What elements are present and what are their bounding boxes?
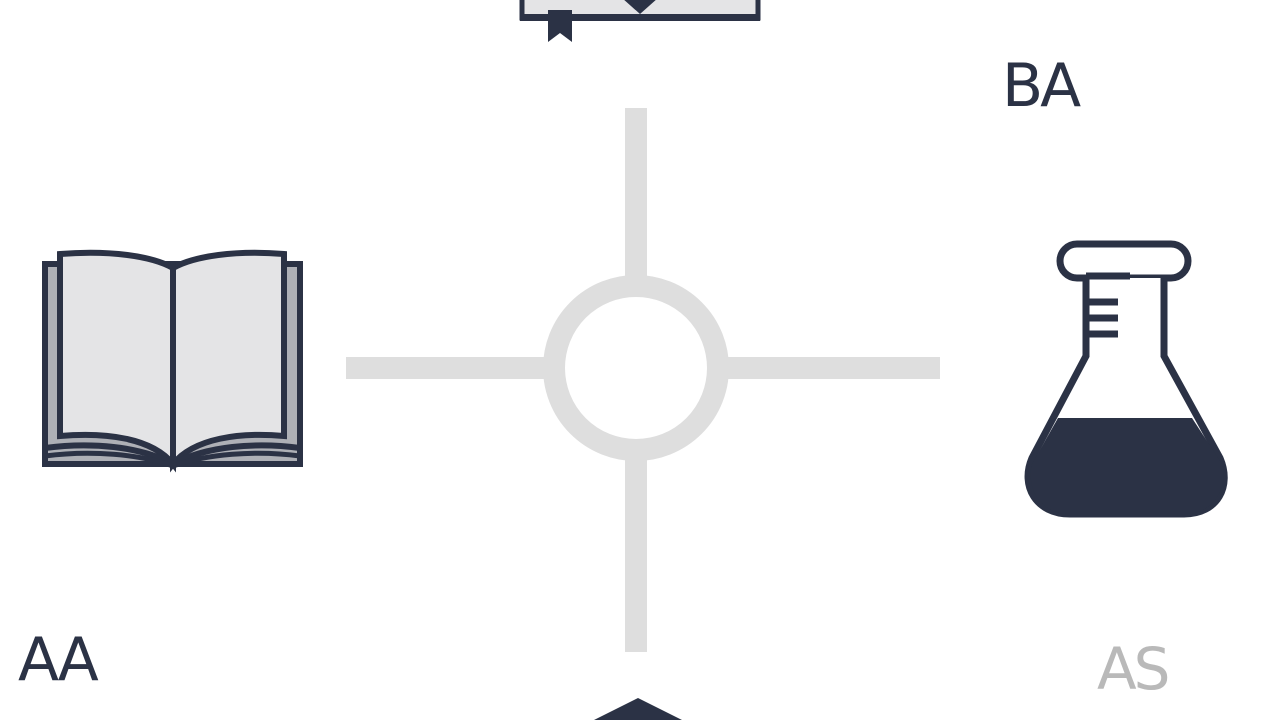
label-bottom-right: AS: [1097, 635, 1170, 703]
graduation-cap-icon: [594, 698, 682, 720]
label-bottom-left: AA: [18, 625, 99, 695]
book-icon: [519, 0, 761, 42]
open-book-icon: [42, 249, 303, 473]
flask-icon: [1024, 240, 1228, 518]
crosshair-ring: [543, 275, 729, 461]
label-top-right: BA: [1002, 51, 1081, 121]
